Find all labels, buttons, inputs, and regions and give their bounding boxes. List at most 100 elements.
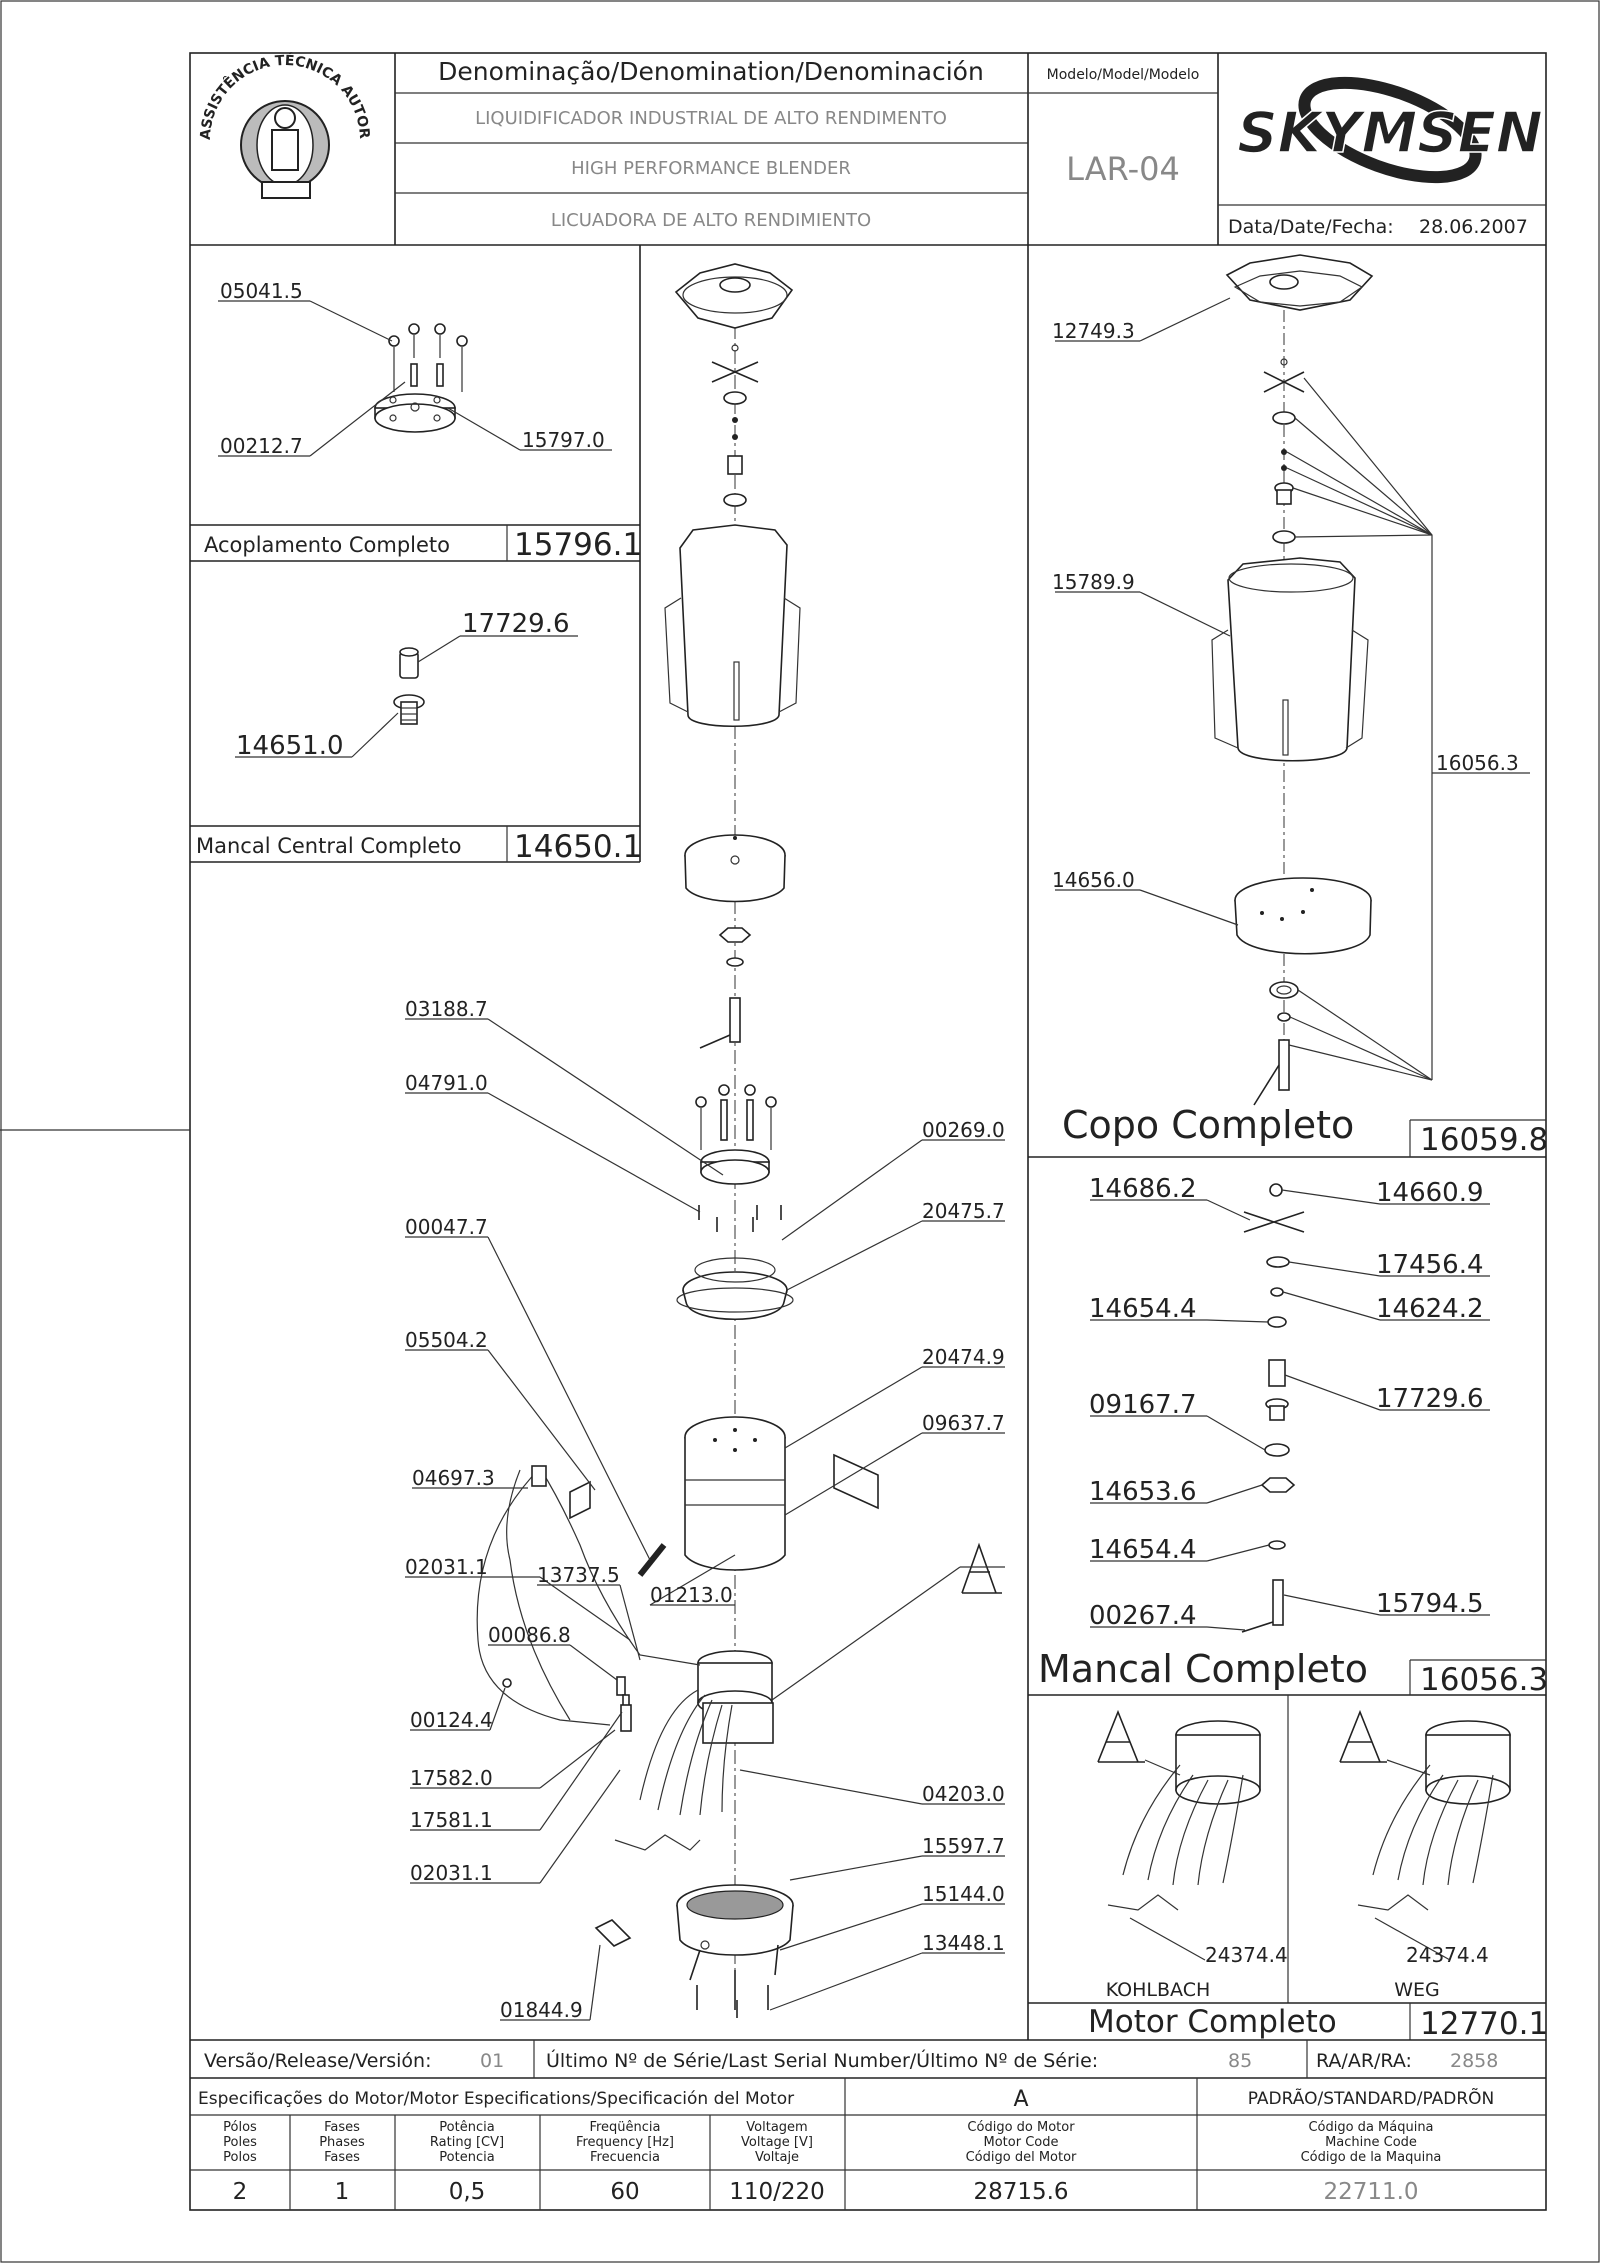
part-number-label: 14656.0 [1052,868,1135,892]
version-label: Versão/Release/Versión: [204,2050,432,2072]
part-number-label: 00212.7 [220,434,303,458]
product-name-pt: LIQUIDIFICADOR INDUSTRIAL DE ALTO RENDIM… [475,108,947,129]
part-number-label: 00047.7 [405,1215,488,1239]
spec-header-line: Voltaje [755,2150,799,2165]
part-number-label: 15144.0 [922,1882,1005,1906]
central-bearing-drawing [393,647,425,725]
cup-assembly-drawing [1055,254,1530,1106]
part-number-label: 09167.7 [1089,1390,1197,1420]
bearing-assembly-drawing [1090,1183,1490,1633]
assembly-code-mancal: 16056.3 [1420,1662,1548,1698]
spec-phases-value: 1 [335,2179,350,2205]
serial-value: 85 [1228,2050,1252,2072]
product-name-en: HIGH PERFORMANCE BLENDER [571,158,851,179]
footer-grid [190,2039,1546,2210]
coupling-assembly-drawing [374,323,468,433]
assembly-code-motor: 12770.1 [1420,2006,1548,2042]
ra-value: 2858 [1450,2050,1498,2072]
part-number-label: 00086.8 [488,1623,571,1647]
serial-label: Último Nº de Série/Last Serial Number/Úl… [546,2048,1098,2072]
part-number-label: 16056.3 [1436,751,1519,775]
part-number-label: 00267.4 [1089,1601,1197,1631]
part-number-label: 04697.3 [412,1466,495,1490]
motor-spec-letter: A [1013,2087,1028,2112]
motor-variant-drawings [1097,1709,1511,1961]
spec-header-line: Polos [223,2150,257,2165]
part-number-label: 04791.0 [405,1071,488,1095]
version-value: 01 [480,2050,504,2072]
spec-header-line: Voltagem [746,2120,807,2135]
part-number-label: 13448.1 [922,1931,1005,1955]
part-number-label: 12749.3 [1052,319,1135,343]
part-number-label: 17581.1 [410,1808,493,1832]
spec-voltage-value: 110/220 [729,2179,825,2205]
assembly-label-copo: Copo Completo [1062,1103,1354,1147]
part-number-label: 05041.5 [220,279,303,303]
spec-header-line: Código da Máquina [1308,2120,1433,2135]
part-number-label: 15597.7 [922,1834,1005,1858]
model-title: Modelo/Model/Modelo [1047,67,1200,83]
part-number-label: 14654.4 [1089,1535,1197,1565]
spec-values: 2 1 0,5 60 110/220 28715.6 22711.0 [233,2179,1419,2205]
part-number-label: 17456.4 [1376,1250,1484,1280]
part-number-label: 15794.5 [1376,1589,1484,1619]
part-number-label: 20474.9 [922,1345,1005,1369]
spec-header-line: Phases [319,2135,365,2150]
spec-motor-code-value: 28715.6 [973,2179,1068,2205]
spec-poles-value: 2 [233,2179,248,2205]
spec-header-line: Rating [CV] [430,2135,504,2150]
spec-rating-value: 0,5 [449,2179,486,2205]
spec-header-line: Machine Code [1325,2135,1417,2150]
spec-header-line: Frecuencia [590,2150,660,2165]
spec-header-line: Código del Motor [966,2150,1077,2165]
model-value: LAR-04 [1066,150,1180,188]
part-number-label: 04203.0 [922,1782,1005,1806]
part-number-label: 14660.9 [1376,1178,1484,1208]
part-number-label: 14686.2 [1089,1174,1197,1204]
part-number-label: 20475.7 [922,1199,1005,1223]
assembly-label-mancal-central: Mancal Central Completo [196,834,462,858]
spec-header-line: Freqüência [589,2120,660,2135]
assembly-label-mancal: Mancal Completo [1038,1647,1368,1691]
part-number-label: 14653.6 [1089,1477,1197,1507]
assembly-label-acoplamento: Acoplamento Completo [204,533,450,557]
part-number-label: 17729.6 [462,609,570,639]
part-number-label: 24374.4 [1406,1943,1489,1967]
motor-spec-title: Especificações do Motor/Motor Especifica… [198,2089,794,2109]
authorized-assistance-logo: ASSISTÊNCIA TÉCNICA AUTORIZADA [0,0,372,199]
motor-variant-weg: WEG [1394,1979,1440,2001]
spec-header-line: Potencia [439,2150,494,2165]
assembly-code-acoplamento: 15796.1 [514,527,642,563]
spec-machine-code-value: 22711.0 [1323,2179,1418,2205]
motor-variant-kohlbach: KOHLBACH [1106,1979,1211,2001]
panel-leaders [218,300,612,758]
part-number-label: 03188.7 [405,997,488,1021]
denomination-title: Denominação/Denomination/Denominación [438,57,984,86]
brand-name: SKYMSEN [1237,101,1542,166]
part-number-label: 17582.0 [410,1766,493,1790]
spec-header-line: Código do Motor [967,2120,1075,2135]
title-block [190,53,1546,246]
part-number-label: 14654.4 [1089,1294,1197,1324]
spec-header-line: Motor Code [984,2135,1059,2150]
part-number-label: 00269.0 [922,1118,1005,1142]
spec-headers: Pólos Poles Polos Fases Phases Fases Pot… [223,2120,1441,2165]
part-number-label: 02031.1 [410,1861,493,1885]
spec-header-line: Fases [324,2120,360,2135]
assembly-code-mancal-central: 14650.1 [514,829,642,865]
right-panel-frames [1027,245,1546,2040]
left-panel-frames [190,245,641,863]
spec-header-line: Fases [324,2150,360,2165]
date-value: 28.06.2007 [1419,216,1528,238]
part-number-label: 17729.6 [1376,1384,1484,1414]
standard-title: PADRÃO/STANDARD/PADRÕN [1248,2087,1495,2109]
spec-header-line: Código de la Maquina [1301,2150,1442,2165]
assembly-code-copo: 16059.8 [1420,1122,1548,1158]
part-number-label: 01844.9 [500,1998,583,2022]
part-number-label: 13737.5 [537,1563,620,1587]
part-number-label: 14624.2 [1376,1294,1484,1324]
part-number-label: 01213.0 [650,1583,733,1607]
ra-label: RA/AR/RA: [1316,2050,1412,2072]
